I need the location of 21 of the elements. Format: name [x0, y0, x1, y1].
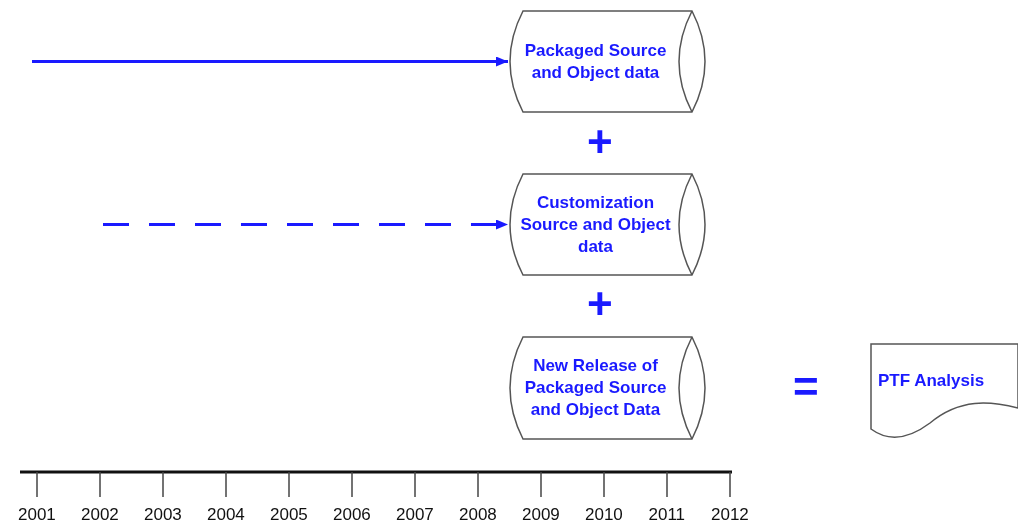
- year-label: 2008: [459, 505, 497, 525]
- year-label: 2005: [270, 505, 308, 525]
- year-label: 2006: [333, 505, 371, 525]
- node-label: Packaged Source and Object data: [523, 39, 668, 84]
- arrow: [103, 219, 508, 230]
- year-label: 2002: [81, 505, 119, 525]
- year-label: 2012: [711, 505, 749, 525]
- year-label: 2001: [18, 505, 56, 525]
- plus-sign: +: [587, 122, 613, 162]
- year-label: 2004: [207, 505, 245, 525]
- node-label: New Release of Packaged Source and Object Data: [523, 355, 668, 421]
- year-label: 2010: [585, 505, 623, 525]
- node-label: Customization Source and Object data: [519, 191, 672, 258]
- plus-sign: +: [587, 284, 613, 324]
- year-label: 2007: [396, 505, 434, 525]
- year-label: 2011: [648, 505, 686, 525]
- year-label: 2003: [144, 505, 182, 525]
- arrow: [32, 56, 508, 67]
- equals-sign: =: [793, 367, 819, 407]
- year-label: 2009: [522, 505, 560, 525]
- node-label: PTF Analysis: [878, 370, 986, 392]
